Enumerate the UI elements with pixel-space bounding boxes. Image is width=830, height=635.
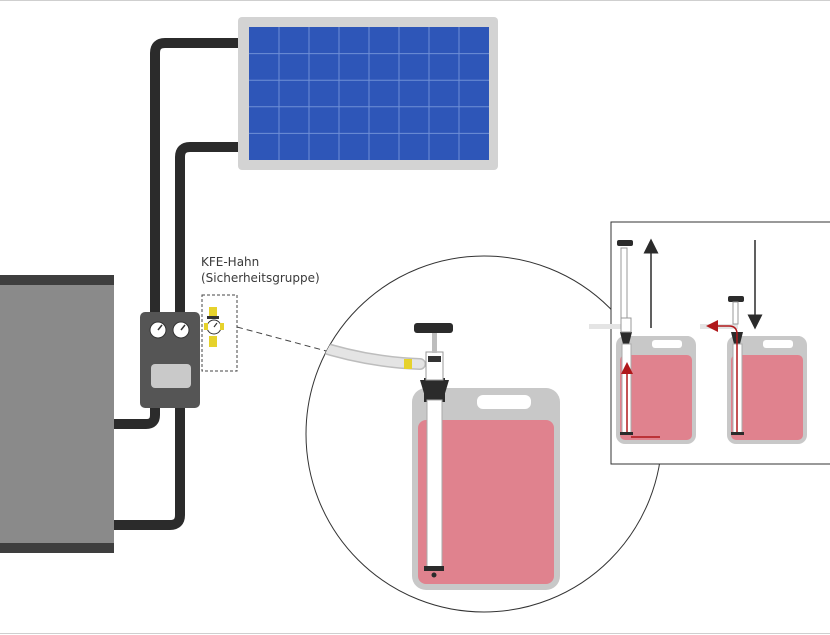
canister-step-1: [589, 238, 696, 444]
solar-collector: [238, 17, 498, 170]
collector-return-pipe: [175, 142, 240, 320]
pressure-gauge-icon: [149, 321, 167, 339]
outlet-hose-step-1: [589, 324, 627, 329]
pump-station: [140, 312, 200, 408]
pump-handle: [414, 323, 453, 333]
hand-pump-large: [414, 323, 453, 578]
canister-large: [412, 388, 560, 590]
flow-arrow-out: [706, 320, 738, 432]
zoom-detail-circle: [305, 255, 663, 613]
valve-label: KFE-Hahn (Sicherheitsgruppe): [201, 254, 320, 286]
pressure-gauge-icon: [172, 321, 190, 339]
controller-display: [151, 364, 191, 388]
zoom-connector-line: [236, 326, 331, 353]
pumping-steps-inset: [589, 221, 830, 465]
storage-tank: [0, 275, 114, 553]
storage-pipe-upper: [112, 400, 160, 429]
hose-fitting: [404, 359, 412, 369]
fill-drain-valve: [201, 294, 238, 372]
storage-pipe-lower: [112, 400, 185, 530]
canister-step-2: [700, 240, 807, 444]
valve-subtitle-label: (Sicherheitsgruppe): [201, 271, 320, 285]
ball-valve-icon: [204, 307, 224, 347]
collector-supply-pipe: [150, 38, 240, 320]
valve-highlight-frame: [201, 294, 238, 372]
valve-name-label: KFE-Hahn: [201, 255, 260, 269]
